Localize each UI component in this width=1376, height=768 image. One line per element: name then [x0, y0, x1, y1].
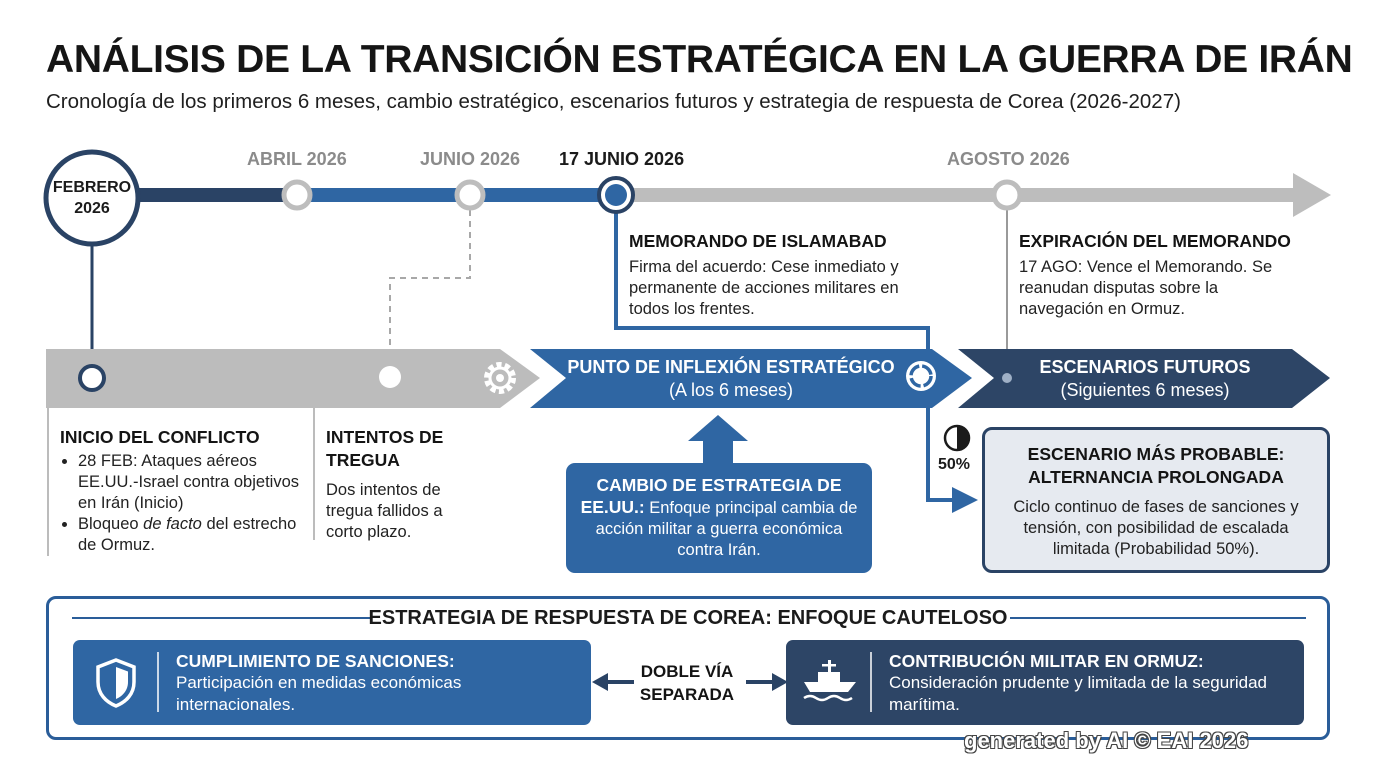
page-subtitle: Cronología de los primeros 6 meses, camb…	[46, 90, 1181, 113]
double-track-arrows	[592, 673, 788, 691]
korea-sanctions-text: Participación en medidas económicas inte…	[176, 673, 462, 714]
connector-memorando	[614, 212, 955, 502]
event-memorando: MEMORANDO DE ISLAMABAD Firma del acuerdo…	[629, 230, 919, 320]
timeline-dot-agosto	[991, 179, 1023, 211]
marker-inicio	[78, 364, 106, 392]
ship-icon	[803, 660, 856, 702]
escenario-probable-title: ESCENARIO MÁS PROBABLE: ALTERNANCIA PROL…	[1027, 444, 1285, 487]
list-item: 28 FEB: Ataques aéreos EE.UU.-Israel con…	[78, 451, 300, 514]
cambio-title: CAMBIO DE ESTRATEGIA DE EE.UU.:	[580, 475, 842, 517]
phase-escenarios-title: ESCENARIOS FUTUROS	[1039, 357, 1251, 377]
korea-sanctions-box: CUMPLIMIENTO DE SANCIONES: Participación…	[73, 640, 591, 725]
shield-icon	[96, 658, 136, 708]
phase-arrow-inflexion	[530, 349, 972, 408]
cambio-estrategia-box: CAMBIO DE ESTRATEGIA DE EE.UU.: Enfoque …	[566, 463, 872, 573]
korea-title-line-right	[1010, 617, 1306, 619]
event-memorando-title: MEMORANDO DE ISLAMABAD	[629, 231, 887, 251]
cycle-icon	[906, 361, 936, 391]
date-label-abril: ABRIL 2026	[247, 149, 347, 169]
event-memorando-text: Firma del acuerdo: Cese inmediato y perm…	[629, 258, 899, 318]
block-tregua-title: INTENTOS DE TREGUA	[326, 427, 444, 470]
cambio-text: Enfoque principal cambia de acción milit…	[595, 499, 858, 559]
event-expiracion-title: EXPIRACIÓN DEL MEMORANDO	[1019, 231, 1291, 251]
phase-arrow-escenarios	[958, 349, 1330, 408]
korea-sanctions-title: CUMPLIMIENTO DE SANCIONES:	[176, 651, 455, 671]
marker-tregua	[379, 366, 401, 388]
block-inicio: INICIO DEL CONFLICTO 28 FEB: Ataques aér…	[60, 426, 300, 556]
korea-left-divider	[157, 652, 159, 712]
phase-arrow-grey	[46, 349, 540, 408]
bullet2-em: de facto	[143, 515, 202, 533]
date-label-agosto: AGOSTO 2026	[947, 149, 1070, 169]
escenario-probable-text: Ciclo continuo de fases de sanciones y t…	[1013, 498, 1299, 558]
probability-label: 50%	[938, 456, 971, 473]
timeline-dot-junio	[454, 179, 486, 211]
up-arrow	[688, 415, 748, 463]
gear-icon	[484, 362, 516, 394]
phase-escenarios-sub: (Siguientes 6 meses)	[1060, 380, 1230, 400]
date-label-junio: JUNIO 2026	[420, 149, 521, 169]
list-item: Bloqueo de facto del estrecho de Ormuz.	[78, 514, 300, 556]
timeline-arrowhead	[1293, 173, 1331, 217]
page-title: ANÁLISIS DE LA TRANSICIÓN ESTRATÉGICA EN…	[46, 38, 1353, 81]
phase-escenarios-label: ESCENARIOS FUTUROS (Siguientes 6 meses)	[1010, 356, 1280, 402]
timeline-dot-17junio-inner	[605, 184, 627, 206]
half-circle-icon	[943, 424, 971, 452]
korea-right-divider	[870, 652, 872, 712]
korea-sanctions-content: CUMPLIMIENTO DE SANCIONES: Participación…	[176, 650, 576, 716]
timeline-start-label: FEBRERO 2026	[46, 177, 138, 219]
escenario-probable-box: ESCENARIO MÁS PROBABLE: ALTERNANCIA PROL…	[982, 427, 1330, 573]
korea-military-title: CONTRIBUCIÓN MILITAR EN ORMUZ:	[889, 651, 1204, 671]
korea-strategy-title: ESTRATEGIA DE RESPUESTA DE COREA: ENFOQU…	[368, 607, 1008, 629]
timeline-bar-navy	[90, 188, 300, 202]
double-track-label: DOBLE VÍA SEPARADA	[632, 660, 742, 706]
block-tregua: INTENTOS DE TREGUA Dos intentos de tregu…	[326, 426, 476, 543]
phase-inflexion-sub: (A los 6 meses)	[668, 380, 794, 400]
block-tregua-text: Dos intentos de tregua fallidos a corto …	[326, 481, 443, 541]
double-track-line1: DOBLE VÍA	[640, 662, 734, 681]
korea-military-text: Consideración prudente y limitada de la …	[889, 673, 1268, 714]
timeline-start-year: 2026	[74, 200, 110, 217]
bullet2-pre: Bloqueo	[78, 515, 144, 533]
korea-title-line-left	[72, 617, 372, 619]
event-expiracion-text: 17 AGO: Vence el Memorando. Se reanudan …	[1019, 258, 1273, 318]
connector-tregua	[389, 210, 471, 366]
timeline-start-month: FEBRERO	[52, 179, 132, 196]
double-track-line2: SEPARADA	[639, 685, 735, 704]
watermark: generated by AI © EAI 2026	[964, 728, 1249, 753]
korea-military-box: CONTRIBUCIÓN MILITAR EN ORMUZ: Considera…	[786, 640, 1304, 725]
korea-military-content: CONTRIBUCIÓN MILITAR EN ORMUZ: Considera…	[889, 650, 1289, 716]
bullet2-post: del estrecho de Ormuz.	[78, 515, 297, 554]
phase-inflexion-title: PUNTO DE INFLEXIÓN ESTRATÉGICO	[567, 357, 895, 377]
connector-memorando-arrowhead	[952, 487, 978, 513]
timeline-dot-abril	[281, 179, 313, 211]
block-inicio-title: INICIO DEL CONFLICTO	[60, 427, 260, 447]
block-inicio-list: 28 FEB: Ataques aéreos EE.UU.-Israel con…	[60, 451, 300, 556]
marker-expiracion	[1002, 373, 1012, 383]
date-label-17junio: 17 JUNIO 2026	[559, 149, 685, 169]
phase-inflexion-label: PUNTO DE INFLEXIÓN ESTRATÉGICO (A los 6 …	[558, 356, 904, 402]
timeline-start-circle	[43, 149, 141, 247]
event-expiracion: EXPIRACIÓN DEL MEMORANDO 17 AGO: Vence e…	[1019, 230, 1309, 320]
